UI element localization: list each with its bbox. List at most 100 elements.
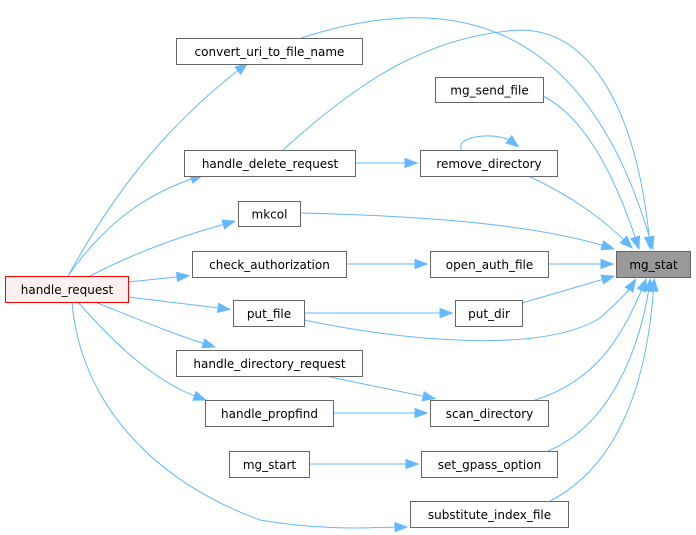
- node-box[interactable]: [184, 150, 356, 177]
- arrowhead-icon: [234, 62, 249, 75]
- node-box[interactable]: [616, 251, 691, 278]
- edge-handle_request-to-convert_uri_to_file_name: [67, 62, 249, 277]
- node-check-authorization[interactable]: check_authorization: [192, 251, 347, 278]
- edge-handle_directory_request-to-scan_directory: [324, 375, 437, 402]
- node-handle-delete-request[interactable]: handle_delete_request: [184, 150, 356, 177]
- edge-substitute_index_file-to-mg_stat: [549, 277, 659, 502]
- node-mg-stat[interactable]: mg_stat: [616, 251, 691, 278]
- edge-line: [527, 175, 631, 247]
- edge-check_authorization-to-open_auth_file: [346, 258, 429, 270]
- edge-handle_request-to-handle_propfind: [77, 301, 208, 401]
- edges-layer: [67, 17, 659, 533]
- node-box[interactable]: [435, 77, 544, 103]
- arrowhead-icon: [216, 302, 232, 314]
- node-box[interactable]: [430, 400, 549, 427]
- arrowhead-icon: [643, 236, 655, 251]
- arrowhead-icon: [414, 258, 429, 270]
- edge-mg_send_file-to-mg_stat: [542, 95, 641, 251]
- node-label: mkcol: [252, 208, 288, 222]
- edge-handle_request-to-substitute_index_file: [71, 301, 409, 533]
- edge-open_auth_file-to-mg_stat: [548, 258, 615, 270]
- node-box[interactable]: [410, 501, 569, 528]
- edge-handle_request-to-handle_directory_request: [94, 301, 217, 349]
- arrowhead-icon: [600, 258, 615, 270]
- edge-put_dir-to-mg_stat: [521, 274, 616, 304]
- node-box[interactable]: [238, 201, 301, 227]
- node-mg-send-file[interactable]: mg_send_file: [435, 77, 544, 103]
- node-box[interactable]: [420, 150, 558, 177]
- arrowhead-icon: [421, 390, 437, 402]
- node-set-gpass-option[interactable]: set_gpass_option: [421, 451, 558, 478]
- node-box[interactable]: [455, 300, 523, 327]
- node-label: mg_send_file: [450, 84, 528, 98]
- node-scan-directory[interactable]: scan_directory: [430, 400, 549, 427]
- node-box[interactable]: [5, 276, 129, 303]
- nodes-layer: mg_stat convert_uri_to_file_name mg_send_f…: [5, 38, 691, 528]
- edge-line: [303, 281, 635, 342]
- edge-handle_request-to-handle_delete_request: [67, 174, 205, 277]
- edge-line: [67, 175, 201, 277]
- node-box[interactable]: [229, 451, 310, 478]
- node-label: scan_directory: [446, 407, 534, 421]
- edge-line: [77, 301, 204, 400]
- arrowhead-icon: [176, 271, 191, 283]
- edge-line: [89, 221, 233, 277]
- node-handle-propfind[interactable]: handle_propfind: [205, 400, 334, 427]
- arrowhead-icon: [439, 307, 454, 319]
- node-put-file[interactable]: put_file: [233, 300, 305, 327]
- node-handle-request[interactable]: handle_request: [5, 276, 129, 303]
- edge-put_file-to-put_dir: [304, 307, 454, 319]
- node-box[interactable]: [205, 400, 334, 427]
- node-label: set_gpass_option: [438, 458, 541, 472]
- node-box[interactable]: [430, 251, 549, 278]
- edge-scan_directory-to-mg_stat: [534, 277, 647, 401]
- edge-handle_request-to-mkcol: [89, 219, 237, 277]
- node-mg-start[interactable]: mg_start: [229, 451, 310, 478]
- edge-line: [67, 64, 246, 277]
- node-handle-directory-request[interactable]: handle_directory_request: [176, 350, 363, 377]
- arrowhead-icon: [600, 274, 616, 285]
- node-label: mg_start: [243, 458, 297, 472]
- node-label: put_file: [247, 307, 291, 321]
- edge-line: [521, 276, 612, 304]
- arrowhead-icon: [636, 277, 647, 293]
- edge-set_gpass_option-to-mg_stat: [547, 277, 654, 452]
- node-box[interactable]: [421, 451, 558, 478]
- node-box[interactable]: [176, 350, 363, 377]
- node-label: remove_directory: [436, 157, 541, 171]
- edge-remove_directory-to-remove_directory: [460, 135, 520, 151]
- edge-put_file-to-mg_stat: [303, 278, 637, 342]
- node-put-dir[interactable]: put_dir: [455, 300, 523, 327]
- edge-line: [324, 375, 433, 399]
- arrowhead-icon: [405, 458, 420, 470]
- node-box[interactable]: [192, 251, 347, 278]
- node-mkcol[interactable]: mkcol: [238, 201, 301, 227]
- arrowhead-icon: [201, 338, 217, 349]
- node-box[interactable]: [176, 38, 363, 65]
- node-substitute-index-file[interactable]: substitute_index_file: [410, 501, 569, 528]
- node-box[interactable]: [233, 300, 305, 327]
- arrowhead-icon: [619, 235, 634, 250]
- edge-line: [542, 95, 639, 247]
- node-label: handle_propfind: [221, 407, 318, 421]
- edge-mkcol-to-mg_stat: [299, 212, 616, 251]
- node-remove-directory[interactable]: remove_directory: [420, 150, 558, 177]
- node-label: handle_delete_request: [202, 157, 339, 171]
- edge-line: [534, 281, 646, 401]
- edge-remove_directory-to-mg_stat: [527, 175, 634, 250]
- node-convert-uri-to-file-name[interactable]: convert_uri_to_file_name: [176, 38, 363, 65]
- node-label: put_dir: [468, 307, 510, 321]
- arrowhead-icon: [600, 240, 616, 251]
- edge-handle_request-to-put_file: [127, 296, 232, 314]
- node-label: convert_uri_to_file_name: [195, 45, 345, 59]
- node-open-auth-file[interactable]: open_auth_file: [430, 251, 549, 278]
- node-label: substitute_index_file: [428, 508, 551, 522]
- arrowhead-icon: [648, 277, 659, 292]
- arrowhead-icon: [624, 278, 637, 293]
- edge-line: [282, 29, 651, 247]
- edge-line: [547, 281, 651, 452]
- edge-line: [94, 301, 213, 347]
- edge-handle_delete_request-to-remove_directory: [355, 157, 419, 169]
- edge-handle_delete_request-to-mg_stat: [282, 29, 655, 251]
